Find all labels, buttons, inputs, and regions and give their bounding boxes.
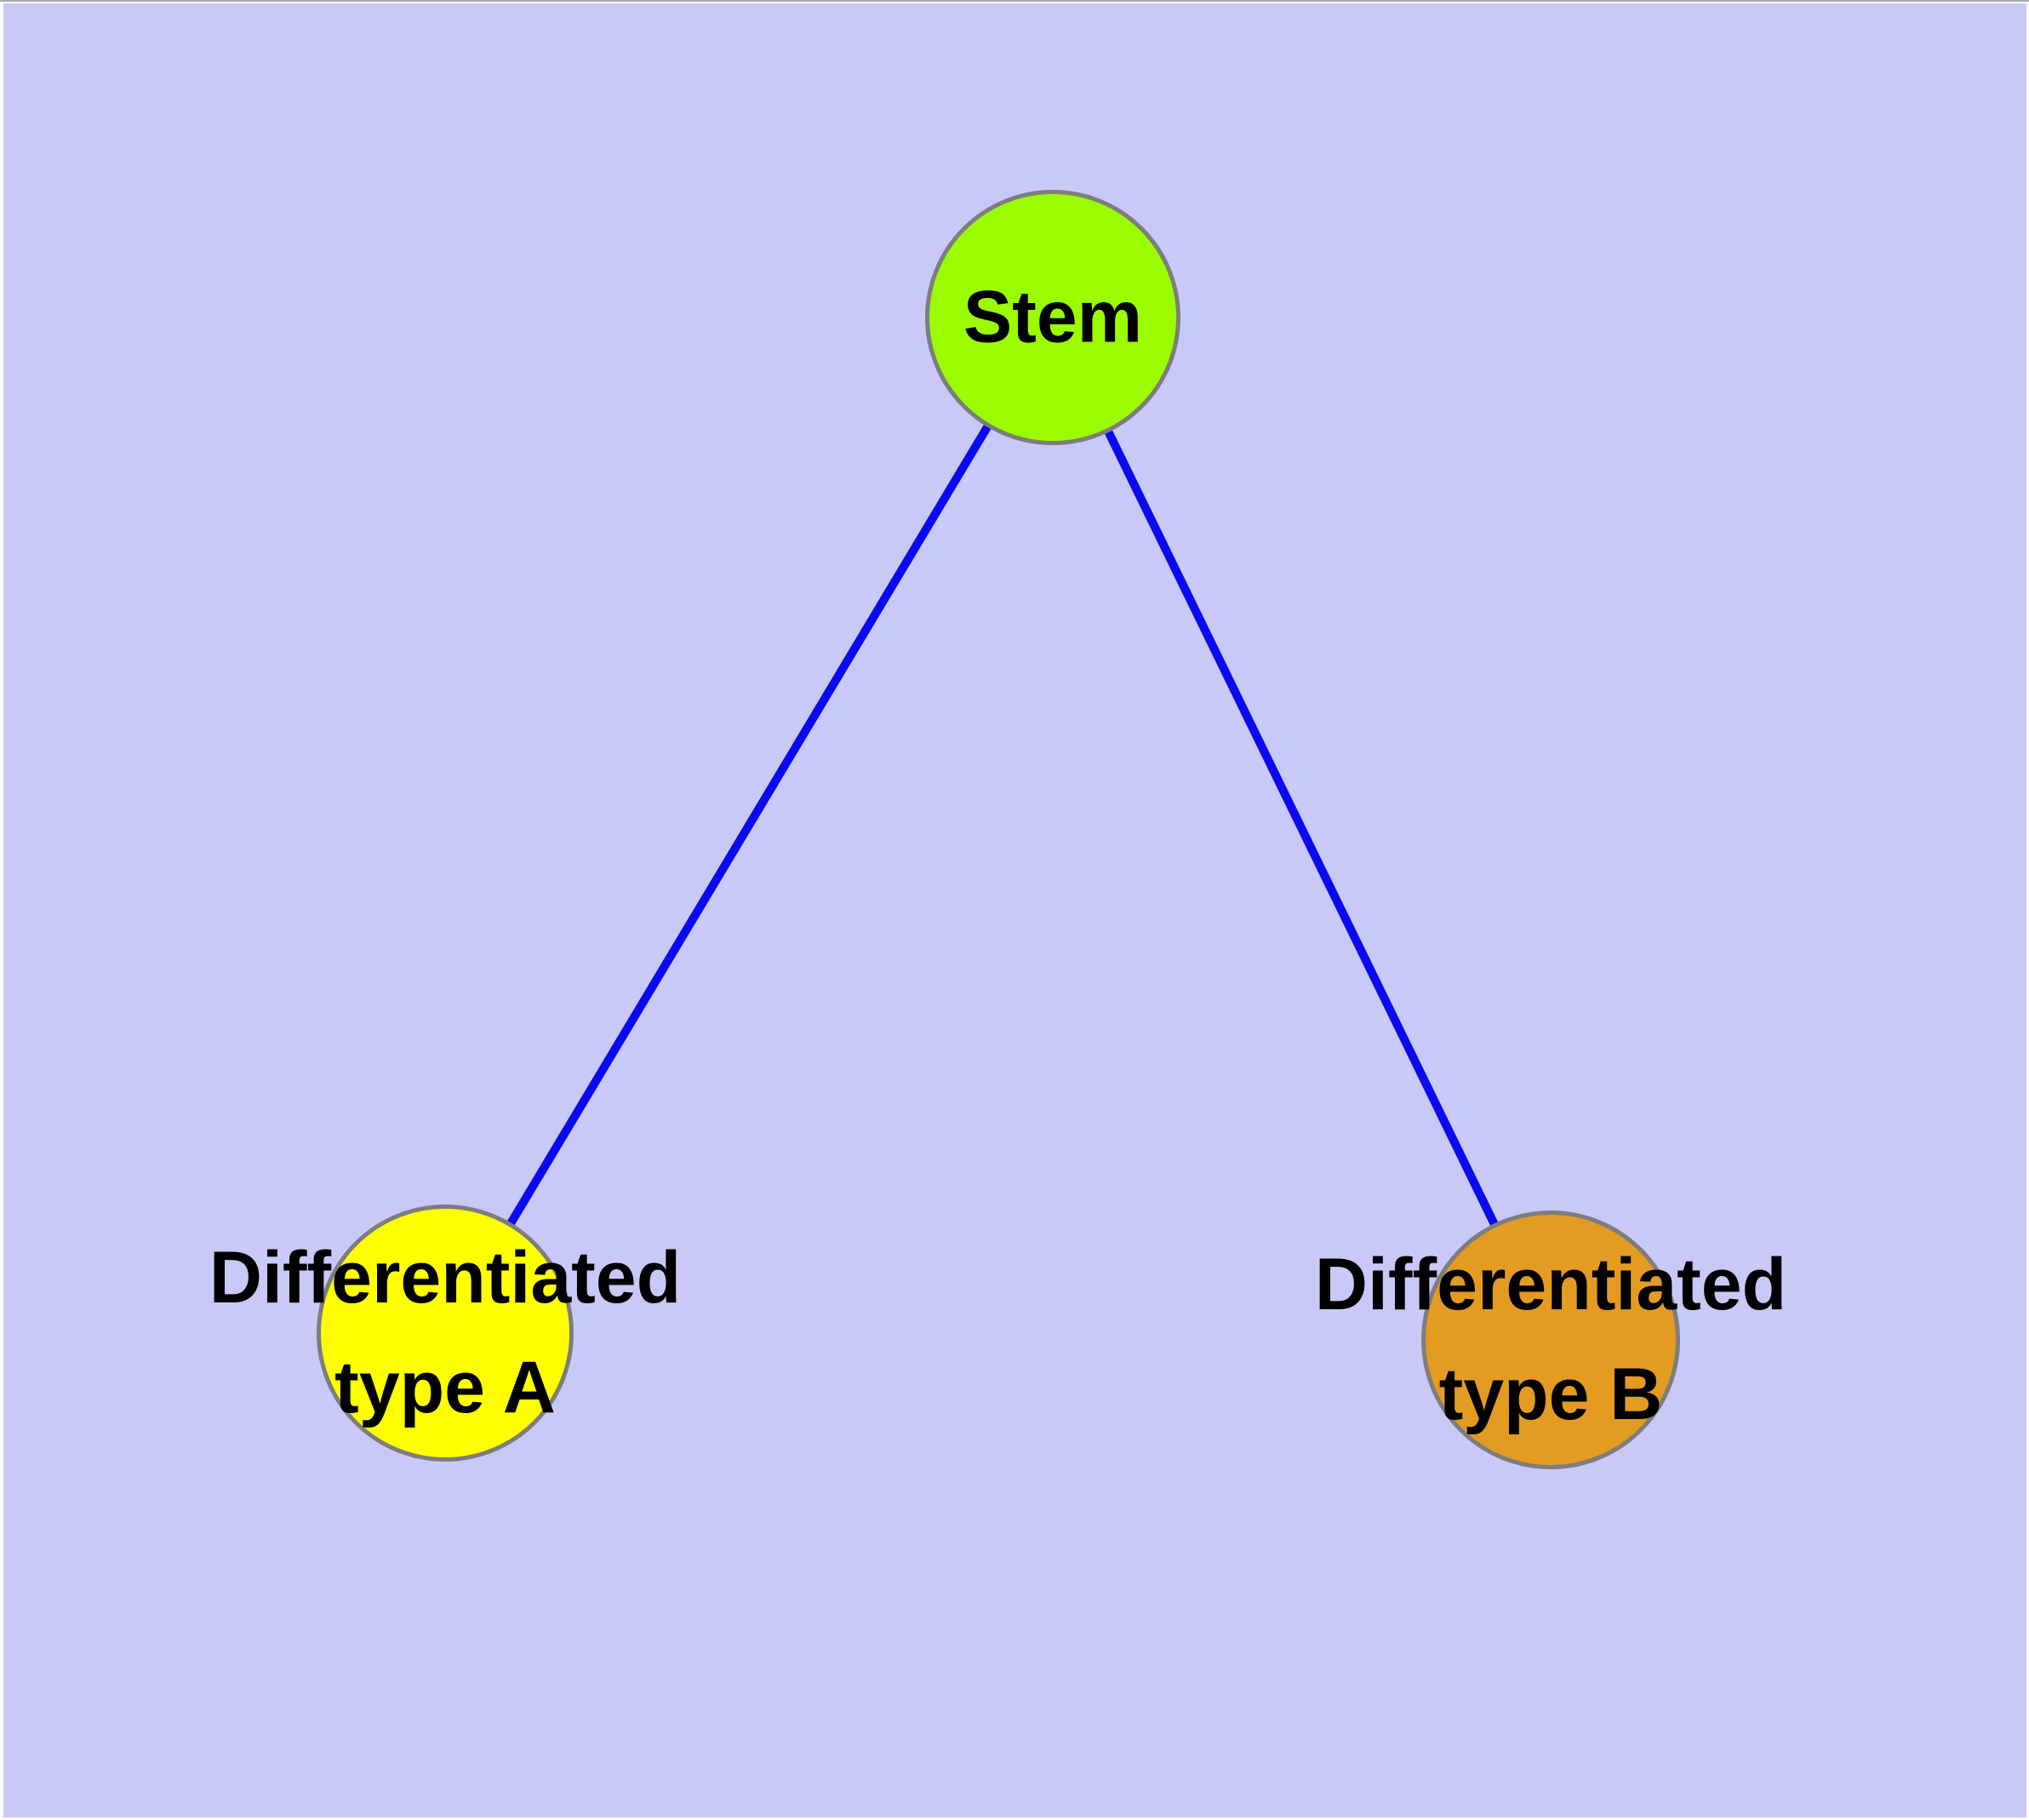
node-differentiated-type-a-circle [317, 1205, 574, 1462]
edge-stem-to-type-a [441, 315, 1057, 1336]
node-differentiated-type-b-label: Differentiated type B [1314, 1244, 1787, 1435]
node-stem-circle [925, 190, 1180, 445]
window-top-edge [0, 0, 2029, 2]
edge-stem-to-type-b [1049, 315, 1555, 1342]
node-stem-label: Stem [963, 276, 1143, 358]
node-differentiated-type-a-label: Differentiated type A [209, 1237, 682, 1428]
node-differentiated-type-b-circle [1421, 1210, 1680, 1469]
